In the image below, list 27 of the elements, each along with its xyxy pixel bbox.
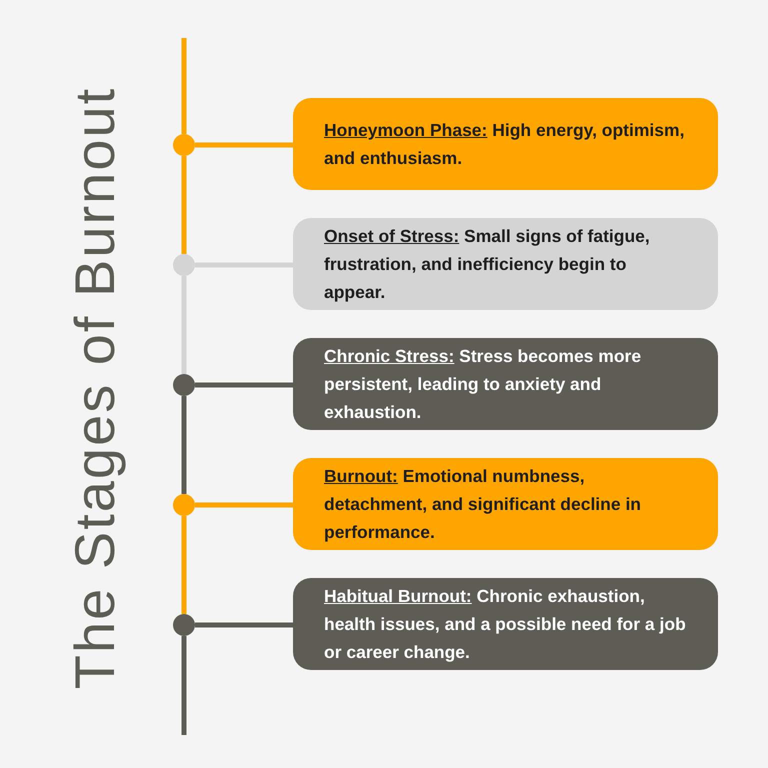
timeline-line [182, 38, 186, 134]
connector-line [195, 502, 293, 508]
timeline-line [182, 156, 186, 254]
stage-description: Burnout: Emotional numbness, detachment, and significant decline in performance. [324, 465, 642, 544]
timeline-dot [173, 134, 195, 156]
stage-box [293, 578, 718, 670]
timeline-line [182, 396, 186, 494]
stage-box [293, 458, 718, 550]
connector-line [195, 262, 293, 268]
connector-line [195, 142, 293, 148]
stage-description: Habitual Burnout: Chronic exhaustion, health issues, and a possible need for a job or career change. [324, 585, 687, 664]
timeline-line [182, 516, 186, 614]
stage-box [293, 218, 718, 310]
stage-box [293, 98, 718, 190]
timeline-dot [173, 374, 195, 396]
title: The Stages of Burnout [62, 86, 127, 692]
timeline-dot [173, 614, 195, 636]
stage-box [293, 338, 718, 430]
timeline-dot [173, 494, 195, 516]
connector-line [195, 382, 293, 388]
timeline-dot [173, 254, 195, 276]
timeline-line [182, 636, 186, 735]
stage-description: Chronic Stress: Stress becomes more persistent, leading to anxiety and exhaustion. [324, 345, 642, 424]
stage-description: Honeymoon Phase: High energy, optimism, and enthusiasm. [324, 119, 686, 170]
connector-line [195, 622, 293, 628]
stage-description: Onset of Stress: Small signs of fatigue, frustration, and inefficiency begin to appear. [324, 225, 651, 304]
timeline-line [182, 276, 186, 374]
